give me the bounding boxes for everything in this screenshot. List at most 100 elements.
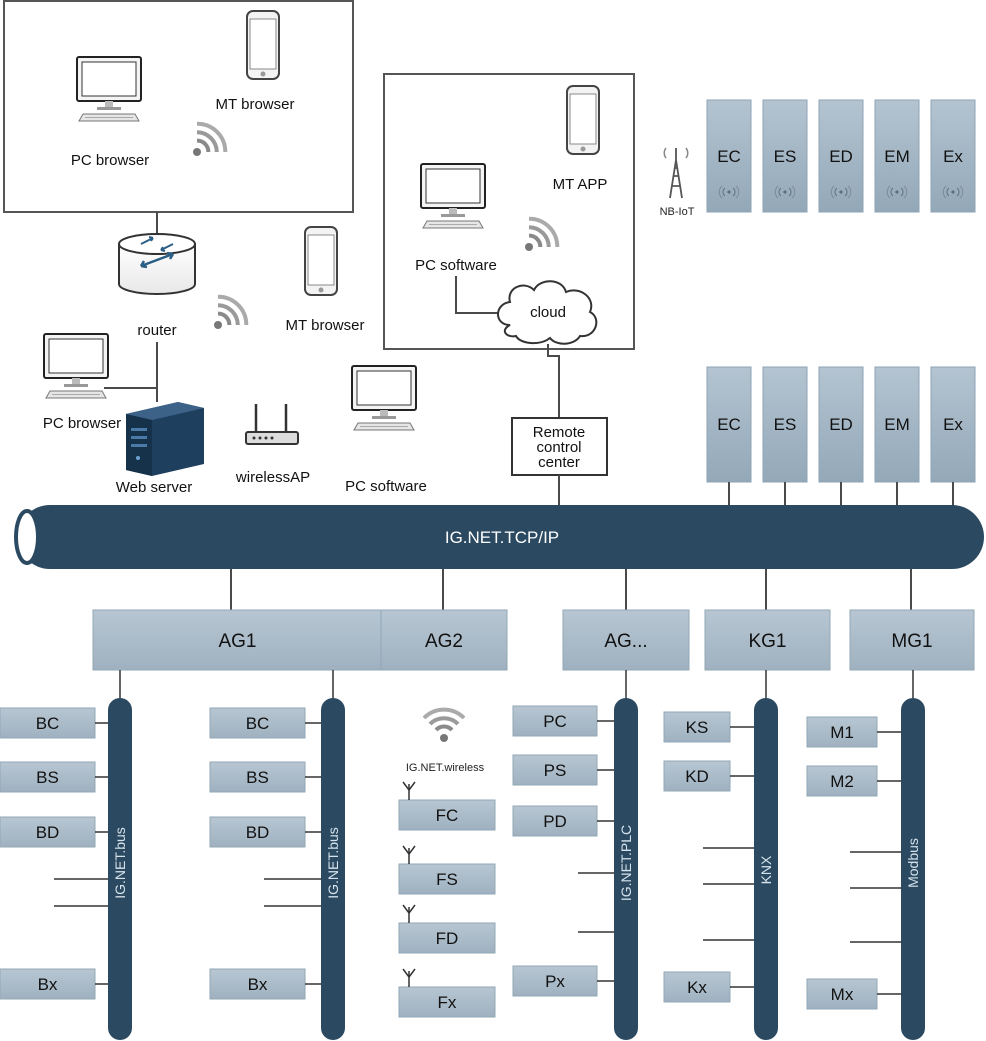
wireless-ap-label: wirelessAP [235, 469, 310, 486]
ethernet-device-label: Ex [943, 415, 963, 434]
main-bus-label: IG.NET.TCP/IP [445, 528, 559, 547]
bus2-label: IG.NET.bus [325, 827, 341, 899]
modbus-device: M2 [806, 765, 878, 797]
device-label: PD [543, 812, 567, 831]
pc-icon [351, 365, 417, 431]
ethernet-device: ES [762, 366, 808, 506]
gateway-label: AG1 [218, 631, 256, 652]
cloud-label: cloud [530, 304, 566, 321]
wireless-bus-label: IG.NET.wireless [406, 762, 485, 774]
router-icon [118, 233, 196, 295]
device-label: FC [436, 806, 459, 825]
antenna-icon [402, 904, 416, 924]
router-label: router [137, 322, 176, 339]
device-label: BS [246, 768, 269, 787]
mt-browser-label: MT browser [216, 96, 295, 113]
nbiot-device-label: EM [884, 147, 910, 166]
bus2: IG.NET.bus [321, 698, 345, 1040]
device-label: BD [246, 823, 270, 842]
knx-bus: KNX [754, 698, 778, 1040]
wifi-icon [422, 707, 466, 744]
nbiot-device-group: EC ES ED EM Ex [706, 99, 976, 213]
device-label: Kx [687, 978, 707, 997]
ethernet-device-label: EM [884, 415, 910, 434]
web-access-frame [3, 0, 354, 213]
nbiot-device-label: EC [717, 147, 741, 166]
pc-software-remote-label: PC software [415, 257, 497, 274]
device-label: FD [436, 929, 459, 948]
wifi-icon [180, 118, 231, 169]
knx-device: Kx [663, 971, 731, 1003]
bus1-device: BD [0, 816, 96, 848]
gateway-label: AG... [604, 631, 647, 652]
nbiot-device: ES [762, 99, 808, 213]
device-label: KD [685, 767, 709, 786]
plc-device: PD [512, 805, 598, 837]
wireless-ap-icon [245, 404, 299, 445]
pc-icon [420, 163, 486, 229]
wifi-icon [201, 291, 252, 342]
gateway-label: KG1 [748, 631, 786, 652]
plc-bus-label: IG.NET.PLC [618, 825, 634, 901]
device-label: PS [544, 761, 567, 780]
ethernet-device: EM [874, 366, 920, 506]
knx-device: KS [663, 711, 731, 743]
nbiot-device-label: ED [829, 147, 853, 166]
modbus-device: Mx [806, 978, 878, 1010]
plc-bus: IG.NET.PLC [614, 698, 638, 1040]
wireless-device: FS [398, 863, 496, 895]
wireless-device: FD [398, 922, 496, 954]
bus2-device: Bx [209, 968, 306, 1000]
mt-app-label: MT APP [553, 176, 608, 193]
plc-device: PC [512, 705, 598, 737]
antenna-icon [402, 845, 416, 865]
device-label: Bx [38, 975, 58, 994]
ethernet-device-group: EC ES ED EM Ex [706, 366, 976, 506]
gateway-row: AG1 AG2 AG... KG1 MG1 [92, 609, 975, 671]
bus1-label: IG.NET.bus [112, 827, 128, 899]
device-label: Px [545, 972, 565, 991]
gateway-label: AG2 [425, 631, 463, 652]
device-label: KS [686, 718, 709, 737]
signal-icon [718, 185, 740, 199]
pc-browser-label: PC browser [71, 152, 149, 169]
gateway-label: MG1 [891, 631, 932, 652]
remote-center-line2: control [536, 439, 581, 456]
web-server-label: Web server [116, 479, 192, 496]
remote-access-frame [383, 73, 635, 350]
ethernet-device: ED [818, 366, 864, 506]
phone-icon [304, 226, 338, 296]
field-bus-group: IG.NET.busBCBSBDBxIG.NET.busBCBSBDBxFCFS… [0, 670, 925, 1040]
device-label: Mx [831, 985, 854, 1004]
main-bus [14, 505, 984, 569]
knx-device: KD [663, 760, 731, 792]
device-label: BC [36, 714, 60, 733]
nbiot-device-label: ES [774, 147, 797, 166]
link-line [455, 276, 503, 314]
ethernet-device-label: EC [717, 415, 741, 434]
device-label: M2 [830, 772, 854, 791]
gateway-mg1: MG1 [849, 609, 975, 671]
device-label: PC [543, 712, 567, 731]
nbiot-device: Ex [930, 99, 976, 213]
ethernet-device: EC [706, 366, 752, 506]
device-label: M1 [830, 723, 854, 742]
bus2-device: BD [209, 816, 306, 848]
device-label: FS [436, 870, 458, 889]
signal-icon [774, 185, 796, 199]
bus2-device: BS [209, 761, 306, 793]
signal-icon [830, 185, 852, 199]
device-label: Bx [248, 975, 268, 994]
nbiot-device: ED [818, 99, 864, 213]
gateway-kg1: KG1 [704, 609, 831, 671]
bus1-device: BS [0, 761, 96, 793]
plc-device: PS [512, 754, 598, 786]
phone-icon [566, 85, 600, 155]
nbiot-device: EM [874, 99, 920, 213]
ethernet-device-label: ED [829, 415, 853, 434]
antenna-icon [402, 781, 416, 801]
plc-device: Px [512, 965, 598, 997]
cloud-icon [497, 280, 598, 345]
antenna-icon [402, 968, 416, 988]
